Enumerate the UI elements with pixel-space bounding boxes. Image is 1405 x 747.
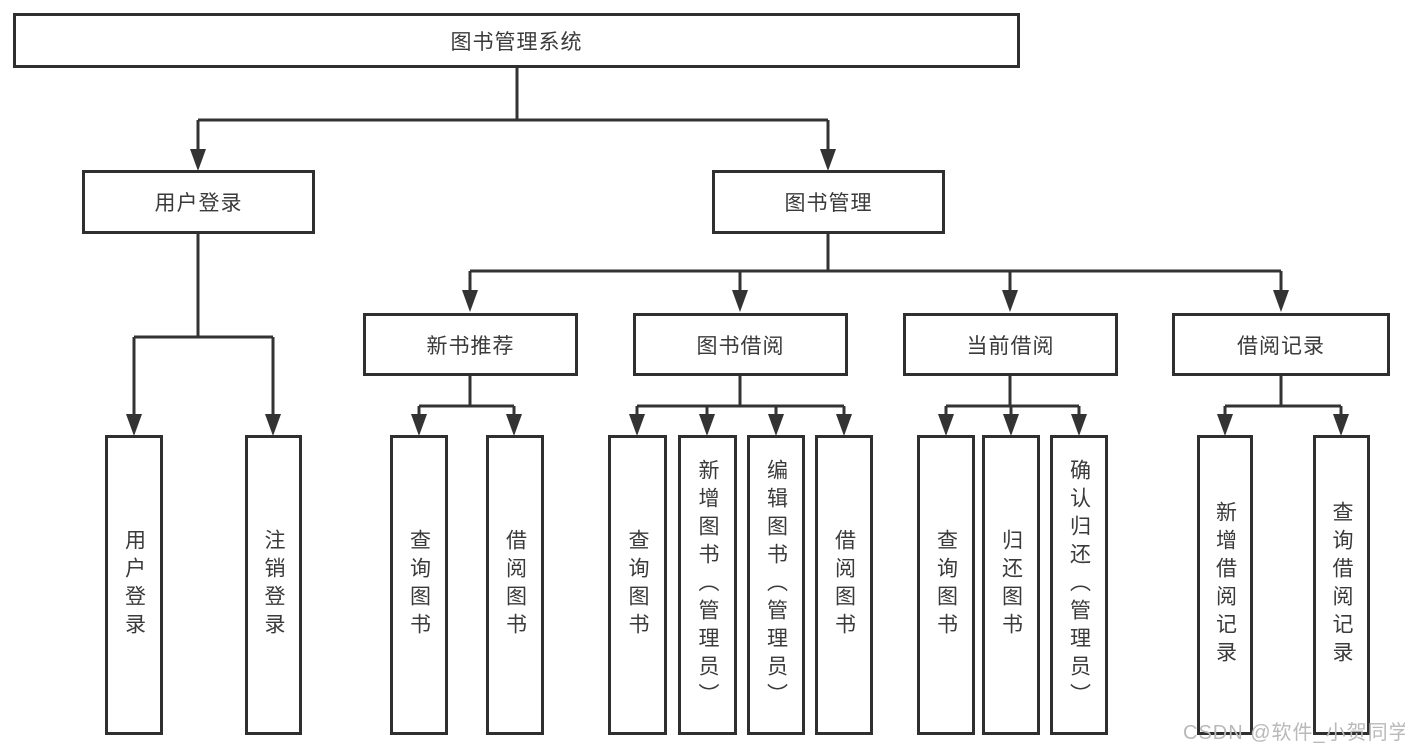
leaf-label: 新增借阅记录 <box>1213 501 1237 669</box>
leaf-query-books-borrow: 查询图书 <box>608 435 667 735</box>
arrowhead <box>732 290 748 312</box>
leaf-label: 查询图书 <box>407 529 431 641</box>
leaf-confirm-return-admin: 确认归还（管理员） <box>1050 435 1108 735</box>
arrowhead <box>629 414 645 436</box>
arrowhead <box>699 414 715 436</box>
arrowhead <box>1002 290 1018 312</box>
connector-book-management-to-level3 <box>462 234 1289 312</box>
arrowhead <box>820 149 836 171</box>
leaf-borrow-books: 借阅图书 <box>815 435 873 735</box>
arrowhead <box>265 414 281 436</box>
leaf-query-borrow-record: 查询借阅记录 <box>1313 435 1370 735</box>
leaf-label: 用户登录 <box>122 529 146 641</box>
leaf-label: 归还图书 <box>999 529 1023 641</box>
arrowhead <box>1071 414 1087 436</box>
leaf-label: 注销登录 <box>262 529 285 641</box>
leaf-logout: 注销登录 <box>245 435 302 735</box>
node-new-book-recommend: 新书推荐 <box>363 313 578 376</box>
leaf-add-borrow-record: 新增借阅记录 <box>1197 435 1253 735</box>
leaf-label: 新增图书（管理员） <box>696 459 719 711</box>
connector-new-book-recommend-to-leaves <box>411 376 522 436</box>
connector-current-borrow-to-leaves <box>938 376 1087 436</box>
connector-book-borrow-to-leaves <box>629 376 852 436</box>
leaf-query-books-recommend: 查询图书 <box>390 435 448 735</box>
node-user-login: 用户登录 <box>82 170 315 234</box>
leaf-user-login: 用户登录 <box>105 435 163 735</box>
node-borrow-records: 借阅记录 <box>1172 313 1390 376</box>
leaf-borrow-books-recommend: 借阅图书 <box>486 435 544 735</box>
watermark: CSDN @软件_小贺同学 <box>1183 722 1405 744</box>
leaf-label: 查询图书 <box>626 529 649 641</box>
arrowhead <box>126 414 142 436</box>
arrowhead <box>462 290 478 312</box>
arrowhead <box>1333 414 1349 436</box>
leaf-label: 借阅图书 <box>503 529 527 641</box>
arrowhead <box>506 414 522 436</box>
node-book-management: 图书管理 <box>712 170 945 234</box>
arrowhead <box>768 414 784 436</box>
node-current-borrow: 当前借阅 <box>903 313 1118 376</box>
leaf-label: 查询借阅记录 <box>1330 501 1353 669</box>
leaf-label: 借阅图书 <box>832 529 856 641</box>
leaf-label: 查询图书 <box>934 529 958 641</box>
arrowhead <box>190 149 206 171</box>
connector-root-to-level2 <box>190 68 836 171</box>
connector-user-login-to-leaves <box>126 234 281 436</box>
connector-borrow-records-to-leaves <box>1217 376 1349 436</box>
leaf-edit-book-admin: 编辑图书（管理员） <box>747 435 805 735</box>
arrowhead <box>938 414 954 436</box>
arrowhead <box>411 414 427 436</box>
leaf-query-books-current: 查询图书 <box>917 435 975 735</box>
node-book-borrow: 图书借阅 <box>633 313 848 376</box>
arrowhead <box>1273 290 1289 312</box>
arrowhead <box>1217 414 1233 436</box>
arrowhead <box>836 414 852 436</box>
leaf-label: 编辑图书（管理员） <box>764 459 788 711</box>
leaf-add-book-admin: 新增图书（管理员） <box>678 435 737 735</box>
arrowhead <box>1003 414 1019 436</box>
leaf-return-book: 归还图书 <box>982 435 1040 735</box>
node-root-system: 图书管理系统 <box>13 13 1020 68</box>
leaf-label: 确认归还（管理员） <box>1067 459 1091 711</box>
